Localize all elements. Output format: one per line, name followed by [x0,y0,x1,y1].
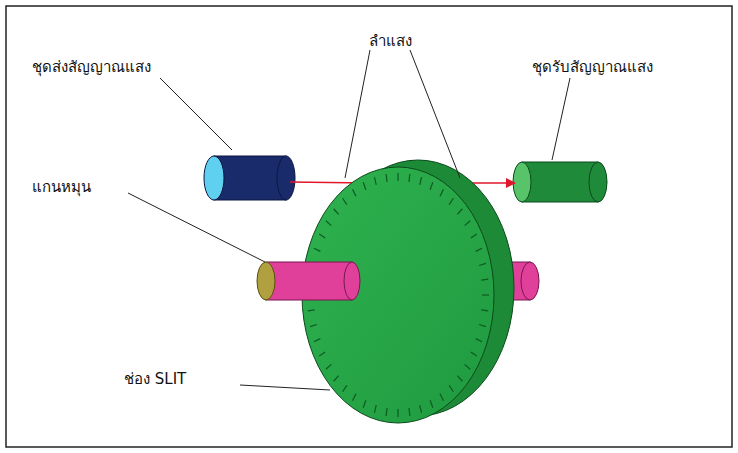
slit [420,405,422,413]
slit [457,209,462,215]
slit [386,408,388,416]
part-label: ชุดรับสัญญาณแสง [530,58,655,76]
slit [343,385,347,391]
slit [476,248,482,251]
slit [353,394,357,401]
slit [440,189,444,196]
frame [6,6,732,447]
slit [334,376,339,382]
slit [397,409,398,417]
part-label: แกนหมุน [30,178,93,196]
slit [449,385,453,391]
slit [334,209,339,215]
slit [465,364,471,369]
part-label: ชุดส่งสัญญาณแสง [30,58,153,76]
slit [471,234,477,238]
slit [314,248,320,251]
rotating-shaft [257,262,360,300]
light-receiver [513,162,607,202]
slit [319,234,325,238]
slit [481,279,488,280]
slit [408,408,410,416]
slit [476,339,482,342]
light-transmitter [204,156,295,200]
slit [374,177,376,185]
slit [430,400,433,407]
slit [479,325,486,327]
slit [326,364,332,369]
slit [374,405,376,413]
leader-lines [128,50,570,390]
slit [457,376,462,382]
slit [343,198,347,204]
slit [420,177,422,185]
slit [479,263,486,265]
slit [310,325,317,327]
slit [465,221,471,226]
slit [326,221,332,226]
part-label: ช่อง SLIT [122,370,188,388]
slit [440,394,444,401]
slit [471,352,477,356]
slit [314,339,320,342]
part-label: ลำแสง [367,32,414,50]
slit [449,198,453,204]
slit [481,310,488,311]
slit [386,174,388,182]
slit [363,182,366,189]
slit [482,294,489,295]
slit [308,310,315,311]
slit [363,400,366,407]
slit [430,182,433,189]
slit [319,352,325,356]
slit [408,174,410,182]
slit [397,173,398,181]
slit [353,189,357,196]
